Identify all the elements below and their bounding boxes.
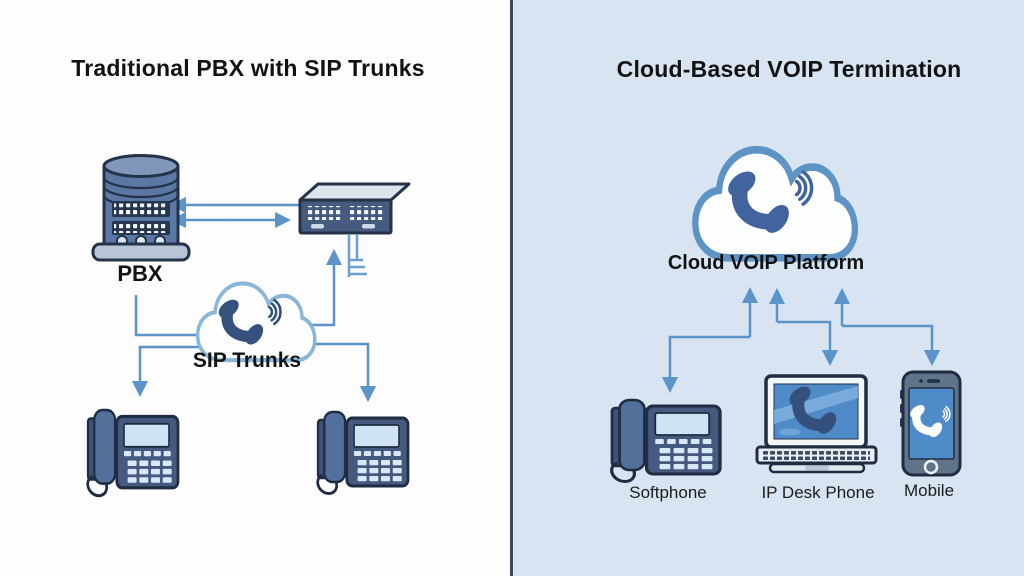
right-panel-title: Cloud-Based VOIP Termination — [616, 56, 962, 82]
arrow-cloud-to-switch — [300, 248, 343, 327]
line-pbx-to-cloud — [134, 295, 200, 337]
left-panel-title: Traditional PBX with SIP Trunks — [71, 55, 425, 81]
panel-divider — [510, 0, 513, 576]
switch-cables — [347, 234, 367, 277]
right-panel-connectors — [661, 286, 941, 394]
right-panel-background — [513, 0, 1024, 576]
softphone-label: Softphone — [629, 483, 707, 502]
desk-phone-icon-left-1 — [86, 408, 180, 498]
arrow-cloud-to-phone2 — [300, 342, 377, 403]
arrow-cloud-to-mobile — [842, 324, 941, 367]
pbx-label: PBX — [117, 261, 163, 286]
trackpad — [805, 465, 829, 471]
desk-phone-icon-left-2 — [316, 410, 410, 496]
arrow-cloud-to-laptop — [777, 320, 839, 367]
mobile-label: Mobile — [903, 481, 955, 500]
arrow-cloud-to-softphone — [661, 335, 750, 394]
left-panel-connectors — [131, 196, 377, 403]
softphone-icon — [610, 398, 722, 484]
keyboard-keys — [763, 450, 870, 460]
cloud-voip-platform-icon — [695, 150, 855, 258]
pbx-server-icon — [91, 154, 191, 262]
home-button — [923, 459, 939, 475]
smartphone-icon — [900, 370, 962, 477]
sip-trunks-label: SIP Trunks — [192, 349, 302, 372]
cloud-voip-platform-label: Cloud VOIP Platform — [667, 252, 865, 274]
laptop-icon — [755, 374, 878, 474]
network-switch-icon — [298, 182, 411, 277]
ip-desk-phone-label: IP Desk Phone — [761, 483, 875, 502]
